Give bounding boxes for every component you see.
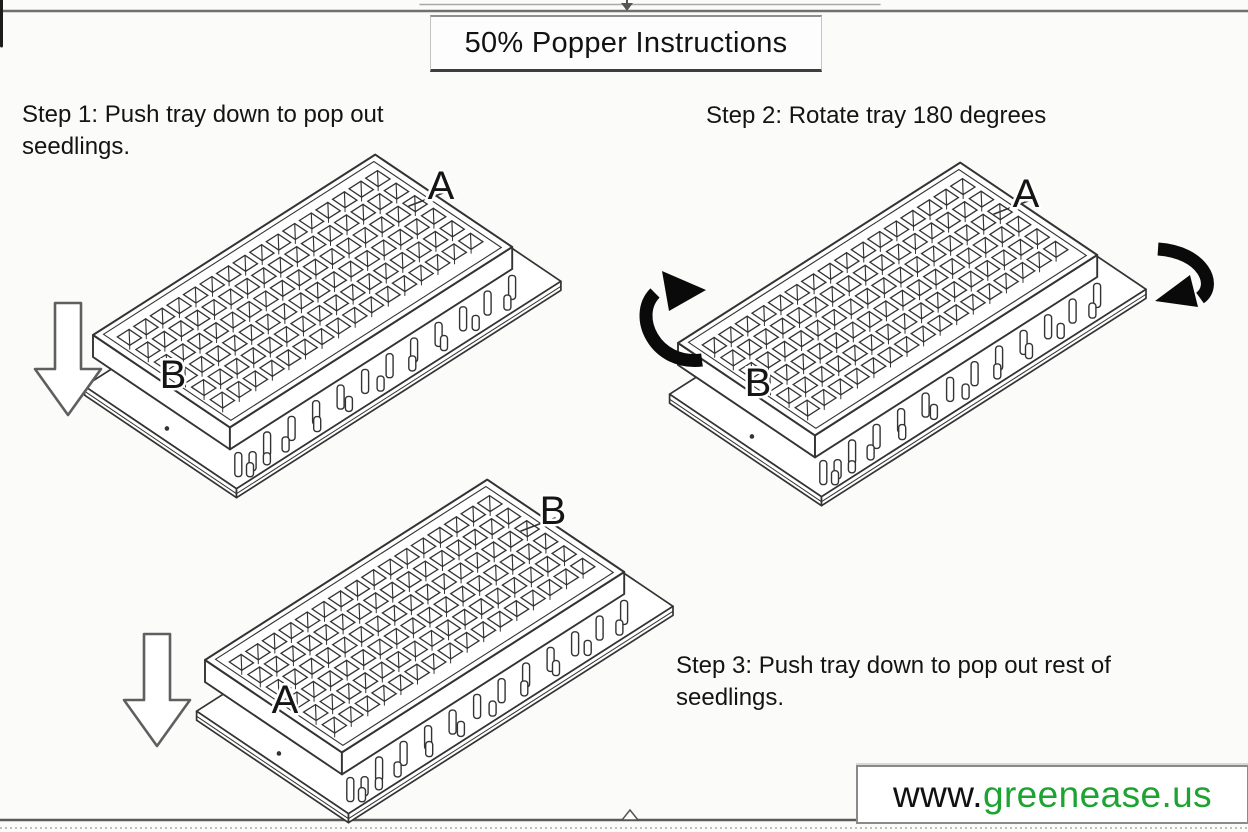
tray-corner-label-side: B bbox=[745, 361, 772, 405]
tray-diagram-step2: AB bbox=[639, 161, 1214, 507]
website-prefix: www. bbox=[892, 773, 983, 815]
tray-corner-label-top: A bbox=[428, 164, 455, 208]
push-down-arrow-icon bbox=[122, 632, 192, 748]
page-title-text: 50% Popper Instructions bbox=[464, 26, 788, 59]
step-2-caption: Step 2: Rotate tray 180 degrees bbox=[706, 102, 1047, 129]
tray-diagram-step3: BA bbox=[122, 478, 674, 824]
page-title: 50% Popper Instructions bbox=[430, 15, 822, 72]
step-3-caption: Step 3: Push tray down to pop out rest o… bbox=[676, 652, 1111, 711]
tray-corner-label-side: B bbox=[160, 353, 187, 397]
rotate-arrows-icon bbox=[639, 242, 1214, 367]
push-down-arrow-icon bbox=[33, 301, 103, 417]
tray-corner-label-top: B bbox=[540, 489, 567, 533]
website-logo: www.greenease.us bbox=[856, 765, 1248, 824]
tray-diagram-step1: AB bbox=[33, 153, 562, 499]
website-domain: greenease.us bbox=[982, 773, 1213, 815]
tray-corner-label-top: A bbox=[1013, 172, 1040, 216]
tray-corner-label-side: A bbox=[272, 678, 299, 722]
step-1-caption: Step 1: Push tray down to pop out seedli… bbox=[22, 101, 384, 160]
